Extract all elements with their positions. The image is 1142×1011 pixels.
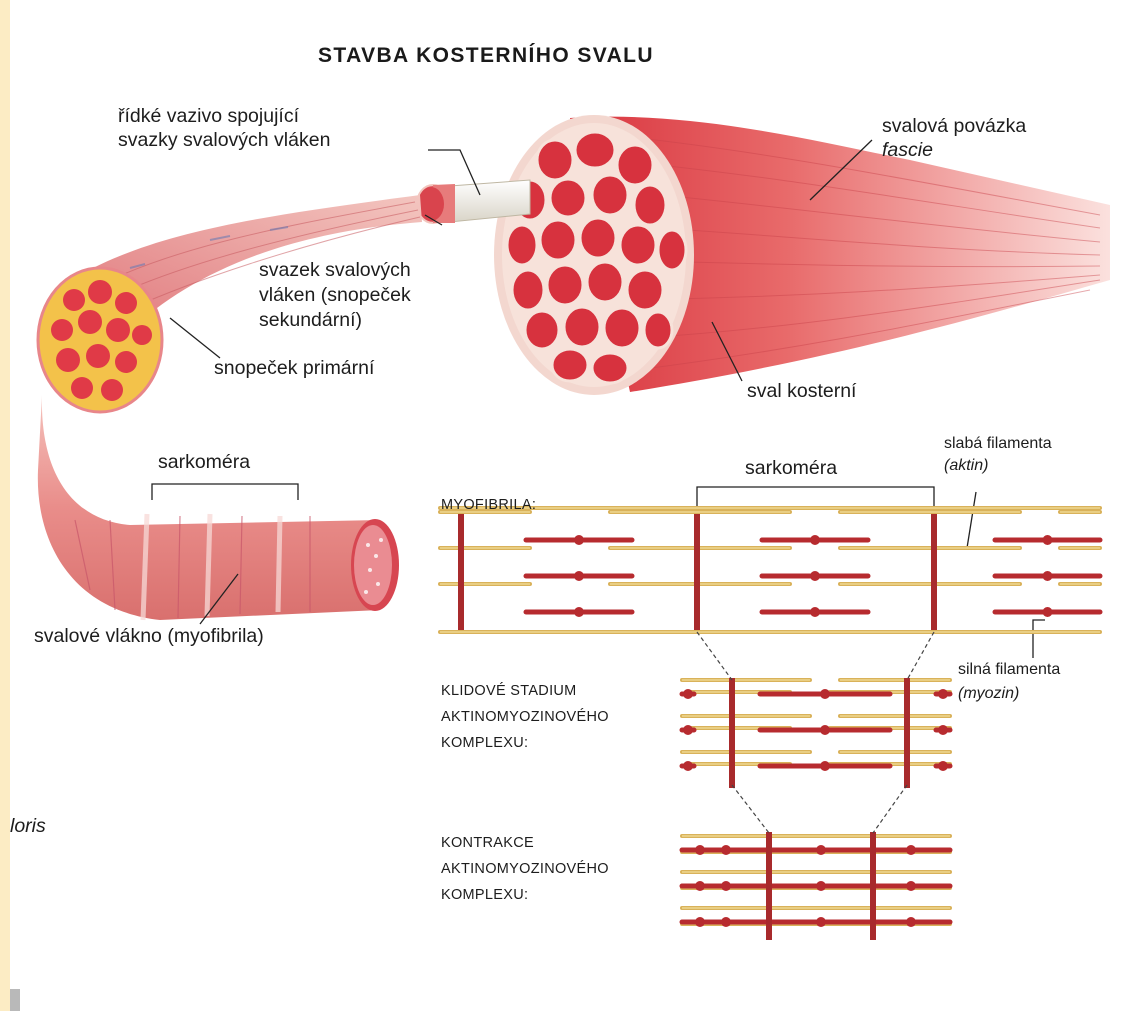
myosin-center (906, 845, 916, 855)
label-contraction-1: KONTRAKCE (441, 830, 534, 856)
label-contraction-3: KOMPLEXU: (441, 882, 528, 908)
label-skeletal-muscle: sval kosterní (747, 379, 856, 403)
diagram-title: STAVBA KOSTERNÍHO SVALU (318, 44, 654, 68)
myosin-center (820, 689, 830, 699)
myosin-center (1043, 535, 1053, 545)
myosin-center (1043, 607, 1053, 617)
myosin-center (721, 845, 731, 855)
corner-marker (10, 989, 20, 1011)
myosin-center (810, 607, 820, 617)
myosin-center (938, 689, 948, 699)
label-myosin: (myozin) (958, 684, 1019, 704)
myosin-center (938, 725, 948, 735)
myosin-center (574, 607, 584, 617)
skeletal-muscle-drawing (450, 115, 1110, 395)
myosin-center (816, 881, 826, 891)
diagram-canvas: STAVBA KOSTERNÍHO SVALU řídké vazivo spo… (10, 0, 1142, 1011)
myosin-center (906, 881, 916, 891)
myosin-center (810, 535, 820, 545)
myosin-center (683, 725, 693, 735)
myosin-center (721, 881, 731, 891)
label-muscle-fiber: svalové vlákno (myofibrila) (34, 624, 264, 648)
myosin-center (820, 725, 830, 735)
label-resting-1: KLIDOVÉ STADIUM (441, 678, 577, 704)
label-thin-filaments: slabá filamenta (944, 434, 1052, 454)
myosin-center (574, 571, 584, 581)
label-loose-connective-tissue-2: svazky svalových vláken (118, 128, 330, 152)
label-bundle-3: sekundární) (259, 308, 362, 332)
label-resting-3: KOMPLEXU: (441, 730, 528, 756)
label-sarcomere-left: sarkoméra (158, 450, 250, 474)
contraction-complex-filaments (682, 832, 950, 940)
myosin-center (1043, 571, 1053, 581)
label-contraction-2: AKTINOMYOZINOVÉHO (441, 856, 609, 882)
label-edge-fragment: loris (10, 814, 46, 838)
secondary-bundle-drawing (417, 184, 455, 223)
myosin-center (810, 571, 820, 581)
myosin-center (721, 917, 731, 927)
label-fascie: fascie (882, 138, 933, 162)
resting-complex-filaments (682, 678, 950, 788)
myosin-center (906, 917, 916, 927)
myosin-center (938, 761, 948, 771)
myosin-center (820, 761, 830, 771)
myosin-center (683, 761, 693, 771)
myosin-head (695, 845, 705, 855)
label-actin: (aktin) (944, 456, 988, 476)
label-bundle-2: vláken (snopeček (259, 283, 411, 307)
label-sarcomere-right: sarkoméra (745, 456, 837, 480)
label-muscle-fascia: svalová povázka (882, 114, 1026, 138)
label-loose-connective-tissue-1: řídké vazivo spojující (118, 104, 299, 128)
label-myofibril: MYOFIBRILA: (441, 492, 536, 518)
label-resting-2: AKTINOMYOZINOVÉHO (441, 704, 609, 730)
myosin-center (816, 845, 826, 855)
myosin-head (695, 881, 705, 891)
label-thick-filaments: silná filamenta (958, 660, 1060, 680)
myofibril-filaments (440, 508, 1100, 632)
muscle-fiber-drawing (38, 395, 399, 620)
label-bundle-1: svazek svalových (259, 258, 411, 282)
myosin-center (683, 689, 693, 699)
myosin-center (574, 535, 584, 545)
label-primary-fascicle: snopeček primární (214, 356, 374, 380)
myosin-center (816, 917, 826, 927)
myosin-head (695, 917, 705, 927)
